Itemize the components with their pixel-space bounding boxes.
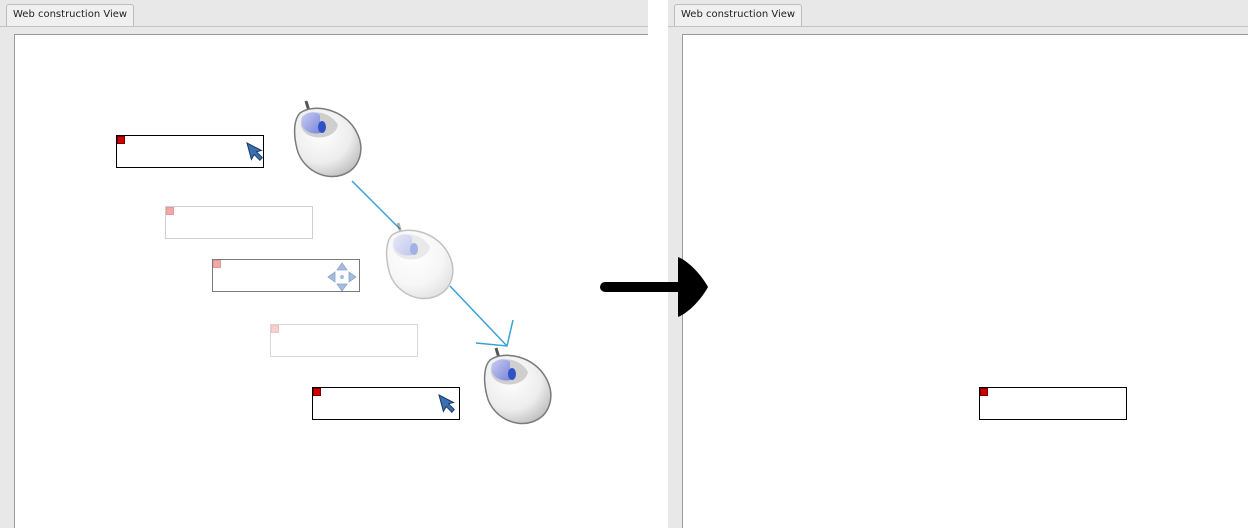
- resize-handle[interactable]: [980, 388, 988, 396]
- left-tabstrip: Web construction View: [0, 0, 648, 27]
- right-tabstrip: Web construction View: [668, 0, 1248, 27]
- left-panel: Web construction View: [0, 0, 648, 528]
- ghost-handle: [271, 325, 279, 333]
- right-construction-canvas[interactable]: [682, 34, 1248, 528]
- resize-handle[interactable]: [117, 136, 125, 144]
- element-box-dragging: [212, 259, 360, 292]
- element-box-result[interactable]: [979, 387, 1127, 420]
- ghost-handle: [166, 207, 174, 215]
- right-panel: Web construction View: [668, 0, 1248, 528]
- right-tab-web-construction-view[interactable]: Web construction View: [674, 4, 803, 26]
- element-box-ghost-1: [165, 206, 313, 239]
- ghost-handle: [213, 260, 221, 268]
- element-box-start[interactable]: [116, 135, 264, 168]
- left-tab-web-construction-view[interactable]: Web construction View: [6, 4, 135, 26]
- resize-handle[interactable]: [313, 388, 321, 396]
- element-box-end[interactable]: [312, 387, 460, 420]
- element-box-ghost-2: [270, 324, 418, 357]
